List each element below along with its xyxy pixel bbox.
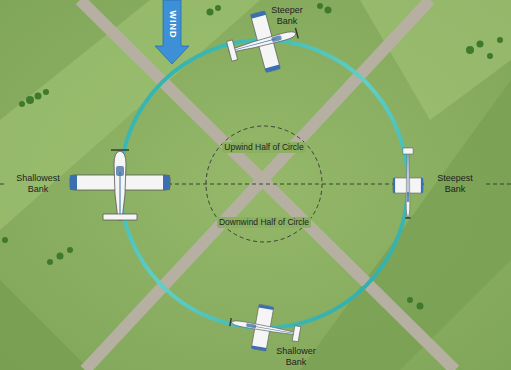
- field: [0, 0, 260, 230]
- airplane: [70, 150, 170, 220]
- trees: [2, 3, 503, 310]
- wind-arrow: [155, 0, 189, 64]
- wind-label: WIND: [167, 10, 178, 38]
- point-circle: [206, 126, 322, 242]
- bank-label: Steeper Bank: [262, 5, 312, 27]
- airplane: [393, 148, 423, 218]
- bank-label: Shallowest Bank: [12, 173, 64, 195]
- bank-label: Steepest Bank: [429, 173, 481, 195]
- bank-label: Shallower Bank: [271, 346, 321, 368]
- half-circle-label: Upwind Half of Circle: [222, 142, 305, 153]
- airplane: [221, 4, 304, 80]
- half-circle-label: Downwind Half of Circle: [217, 217, 311, 228]
- field: [0, 280, 90, 370]
